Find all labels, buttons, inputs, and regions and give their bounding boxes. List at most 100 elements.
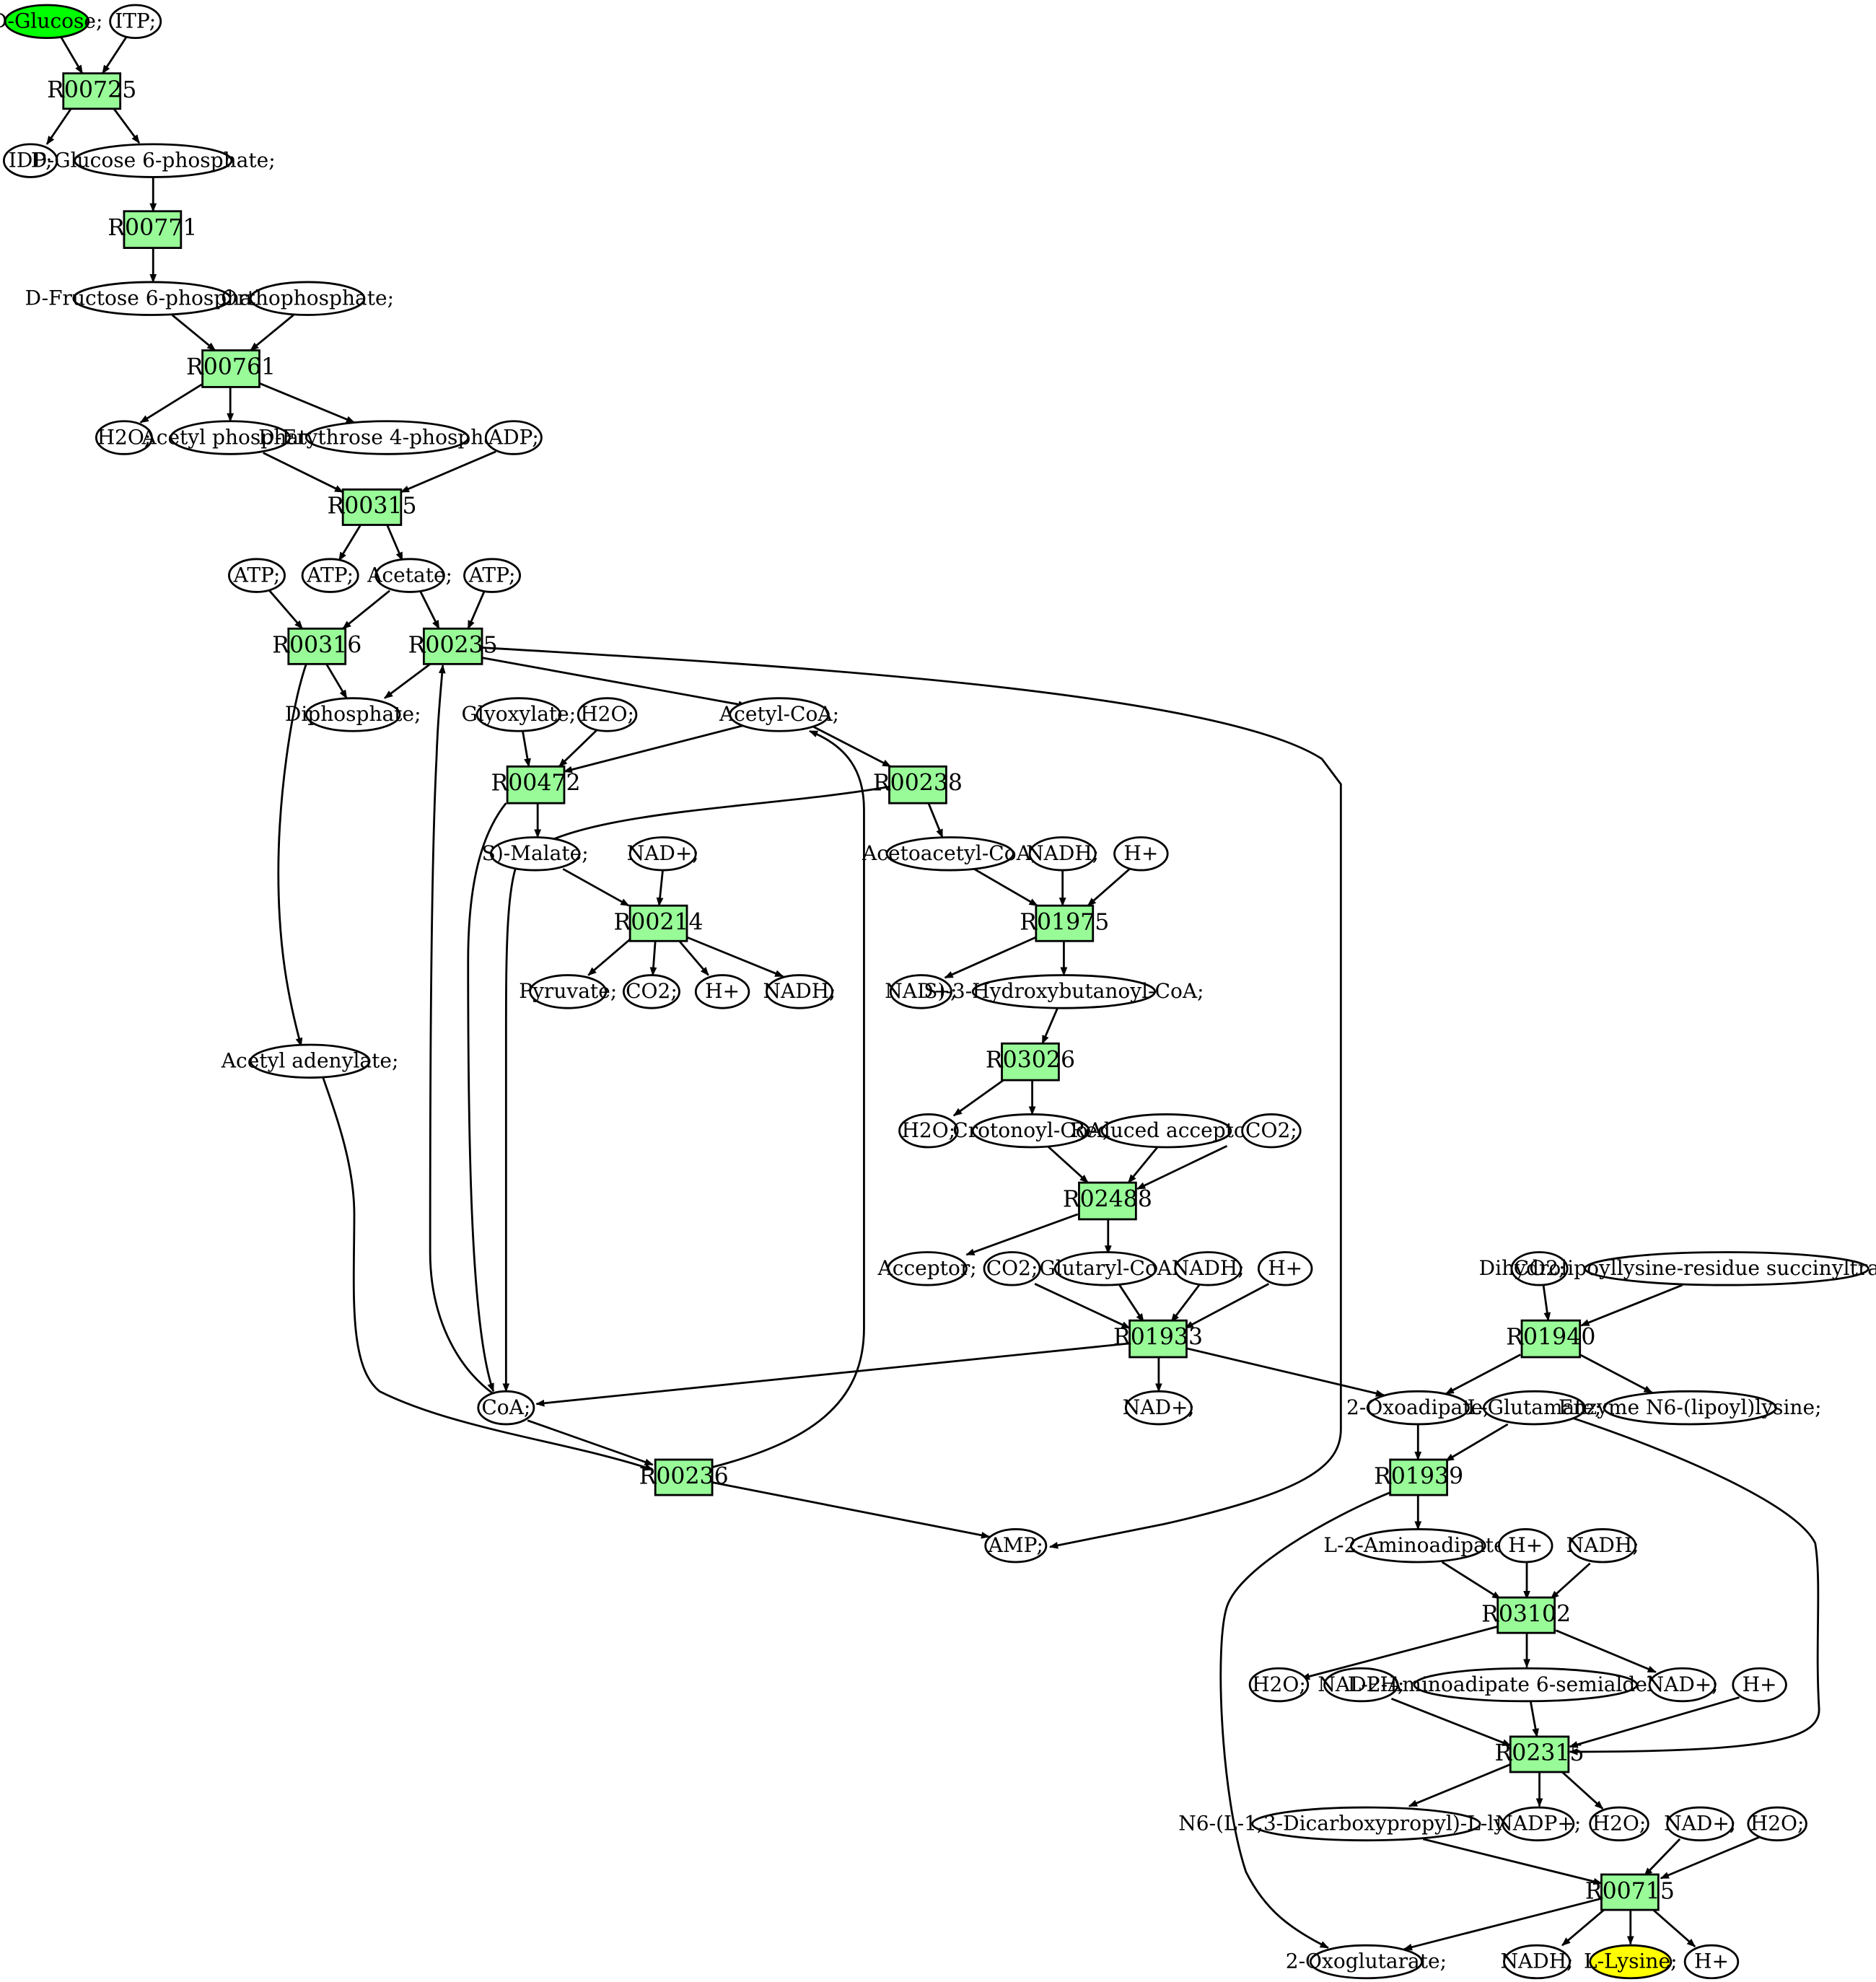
edge-nadh-r03102 bbox=[1550, 1562, 1591, 1600]
compound-reduced-acceptor[interactable]: Reduced acceptor; bbox=[1070, 1113, 1263, 1149]
compound-acetyl-phosphate[interactable]: Acetyl phosphate bbox=[141, 420, 319, 455]
compound-acceptor[interactable]: Acceptor; bbox=[877, 1251, 977, 1286]
compound-h-plus[interactable]: H+ bbox=[1257, 1251, 1313, 1286]
compound-label: CO2; bbox=[986, 1256, 1038, 1280]
reaction-r01975[interactable]: R01975 bbox=[1020, 904, 1109, 942]
compound-nad-plus[interactable]: NAD+; bbox=[1647, 1667, 1719, 1703]
reaction-r00238[interactable]: R00238 bbox=[873, 765, 963, 804]
reaction-r01940[interactable]: R01940 bbox=[1506, 1319, 1595, 1359]
compound-h-plus[interactable]: H+ bbox=[1732, 1667, 1787, 1703]
compound-nadh[interactable]: NADH; bbox=[763, 974, 836, 1009]
compound-diphosphate[interactable]: Diphosphate; bbox=[285, 697, 421, 732]
compound-l-glutamate[interactable]: L-Glutamate; bbox=[1468, 1390, 1602, 1426]
compound-amp[interactable]: AMP; bbox=[984, 1528, 1048, 1564]
compound-nad-plus[interactable]: NAD+; bbox=[1664, 1806, 1736, 1842]
compound-h-plus[interactable]: H+ bbox=[694, 974, 750, 1009]
reaction-r00235[interactable]: R00235 bbox=[408, 627, 498, 665]
reaction-r00761[interactable]: R00761 bbox=[186, 349, 276, 388]
compound-enzyme-lipoyllysine[interactable]: Enzyme N6-(lipoyl)lysine; bbox=[1559, 1390, 1822, 1426]
reaction-r01933[interactable]: R01933 bbox=[1113, 1319, 1203, 1359]
compound-acetyl-adenylate[interactable]: Acetyl adenylate; bbox=[221, 1043, 399, 1079]
reaction-r00214[interactable]: R00214 bbox=[614, 904, 704, 942]
edge-r00214-pyruvate bbox=[587, 936, 634, 976]
reaction-r00236[interactable]: R00236 bbox=[639, 1458, 729, 1496]
compound-co2[interactable]: CO2; bbox=[1510, 1251, 1569, 1286]
compound-h2o[interactable]: H2O; bbox=[1589, 1806, 1649, 1842]
compound-h2o[interactable]: H2O; bbox=[95, 420, 153, 455]
compound-acetyl-coa[interactable]: Acetyl-CoA; bbox=[719, 697, 839, 732]
compound-dihydrolipoyllysine[interactable]: Dihydrolipoyllysine-residue succinyltran… bbox=[1479, 1251, 1876, 1286]
compound-erythrose-4-phosphate[interactable]: D-Erythrose 4-phosphate bbox=[258, 420, 516, 455]
compound-coa[interactable]: CoA; bbox=[477, 1390, 535, 1426]
compound-glutaryl-coa[interactable]: Glutaryl-CoA bbox=[1039, 1251, 1172, 1286]
reaction-r00472[interactable]: R00472 bbox=[491, 765, 581, 804]
compound-nadh[interactable]: NADH; bbox=[1500, 1944, 1574, 1980]
compound-saccharopine[interactable]: N6-(L-1,3-Dicarboxypropyl)-L-lysine; bbox=[1178, 1806, 1554, 1842]
compound-adp[interactable]: ADP; bbox=[484, 420, 543, 455]
compound-label: H+ bbox=[705, 979, 740, 1003]
compound-2-oxoadipate[interactable]: 2-Oxoadipate; bbox=[1346, 1390, 1490, 1426]
compound-nadh[interactable]: NADH; bbox=[1566, 1528, 1639, 1564]
compound-h2o[interactable]: H2O; bbox=[1747, 1806, 1807, 1842]
compound-label: NADH; bbox=[1566, 1533, 1639, 1557]
reaction-r00715[interactable]: R00715 bbox=[1585, 1873, 1675, 1911]
compound-2-oxoglutarate[interactable]: 2-Oxoglutarate; bbox=[1286, 1944, 1447, 1980]
compound-h2o[interactable]: H2O; bbox=[577, 697, 638, 732]
compound-co2[interactable]: CO2; bbox=[1241, 1113, 1302, 1149]
compound-orthophosphate[interactable]: Orthophosphate; bbox=[221, 281, 394, 316]
compound-nad-plus[interactable]: NAD+; bbox=[885, 974, 957, 1009]
reaction-r00725[interactable]: R00725 bbox=[47, 72, 136, 110]
reaction-label: R03102 bbox=[1481, 1601, 1571, 1627]
compound-d-glucose[interactable]: D-Glucose; bbox=[0, 4, 102, 39]
compound-label: NADH; bbox=[1026, 841, 1099, 865]
compound-itp[interactable]: ITP; bbox=[109, 4, 162, 39]
compound-l-lysine[interactable]: L-Lysine; bbox=[1584, 1944, 1678, 1980]
compound-glyoxylate[interactable]: Glyoxylate; bbox=[462, 697, 577, 732]
reaction-r02488[interactable]: R02488 bbox=[1063, 1181, 1152, 1221]
reaction-r02315[interactable]: R02315 bbox=[1495, 1735, 1584, 1773]
edge-reducedacceptor-r02488 bbox=[1127, 1146, 1159, 1184]
compound-hydroxybutanoyl-coa[interactable]: S)-3-Hydroxybutanoyl-CoA; bbox=[924, 974, 1204, 1009]
reaction-r03026[interactable]: R03026 bbox=[986, 1042, 1075, 1082]
compound-nadh[interactable]: NADH; bbox=[1172, 1251, 1245, 1286]
compound-h-plus[interactable]: H+ bbox=[1683, 1944, 1740, 1980]
compound-atp[interactable]: ATP; bbox=[463, 558, 522, 593]
reaction-r00316[interactable]: R00316 bbox=[272, 627, 361, 665]
compound-aminoadipate-semialdehyde[interactable]: L-2-Aminoadipate 6-semialdehyde; bbox=[1348, 1667, 1704, 1703]
compound-idp[interactable]: IDP; bbox=[2, 143, 58, 178]
compound-nad-plus[interactable]: NAD+; bbox=[1123, 1390, 1195, 1426]
compound-pyruvate[interactable]: Pyruvate; bbox=[519, 974, 617, 1009]
reaction-r03102[interactable]: R03102 bbox=[1481, 1596, 1571, 1634]
compound-label: Acceptor; bbox=[877, 1256, 977, 1280]
edge-hplus-r01933 bbox=[1184, 1283, 1270, 1329]
compound-acetate[interactable]: Acetate; bbox=[367, 558, 452, 593]
compound-label: NADPH; bbox=[1318, 1672, 1404, 1696]
edge-r01975-nadplus bbox=[944, 936, 1037, 979]
compound-g6p[interactable]: D-Glucose 6-phosphate; bbox=[31, 143, 276, 178]
compound-atp[interactable]: ATP; bbox=[301, 558, 359, 593]
compound-f6p[interactable]: D-Fructose 6-phosphate; bbox=[25, 281, 279, 316]
compound-label: ADP; bbox=[488, 425, 539, 449]
edge-acetate-r00316 bbox=[342, 589, 390, 630]
compound-nadph[interactable]: NADPH; bbox=[1318, 1667, 1404, 1703]
compound-s-malate[interactable]: S)-Malate; bbox=[482, 836, 589, 872]
compound-h-plus[interactable]: H+ bbox=[1498, 1528, 1553, 1564]
compound-nadh[interactable]: NADH; bbox=[1026, 836, 1099, 872]
edge-r00316-acetyladenylate bbox=[277, 663, 307, 1047]
compound-crotonoyl-coa[interactable]: Crotonoyl-CoA; bbox=[952, 1113, 1109, 1149]
compound-co2[interactable]: CO2; bbox=[983, 1251, 1041, 1286]
reaction-r00771[interactable]: R00771 bbox=[108, 210, 197, 249]
compound-l-2-aminoadipate[interactable]: L-2-Aminoadipate; bbox=[1323, 1528, 1512, 1564]
reaction-r00315[interactable]: R00315 bbox=[327, 488, 417, 526]
compound-atp[interactable]: ATP; bbox=[228, 558, 286, 593]
reaction-r01939[interactable]: R01939 bbox=[1374, 1458, 1463, 1496]
compound-nadp-plus[interactable]: NADP+; bbox=[1495, 1806, 1581, 1842]
compound-h2o[interactable]: H2O; bbox=[1248, 1667, 1310, 1703]
compound-h-plus[interactable]: H+ bbox=[1113, 836, 1169, 872]
compound-h2o[interactable]: H2O; bbox=[898, 1113, 959, 1149]
edge-r00715-hplus bbox=[1652, 1909, 1696, 1947]
compound-nad-plus[interactable]: NAD+; bbox=[627, 836, 699, 872]
compound-co2[interactable]: CO2; bbox=[622, 974, 680, 1009]
edge-nadph-r02315 bbox=[1390, 1698, 1512, 1747]
compound-acetoacetyl-coa[interactable]: Acetoacetyl-CoA; bbox=[862, 836, 1038, 872]
